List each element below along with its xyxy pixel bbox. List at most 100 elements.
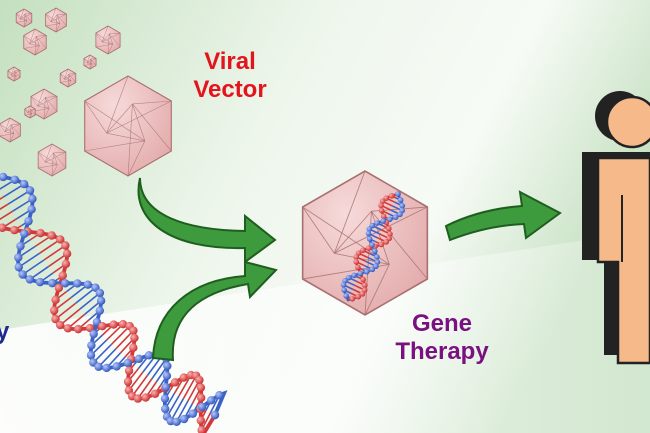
dna-nucleotide	[133, 394, 143, 403]
dna-nucleotide	[28, 194, 37, 204]
dna-nucleotide	[351, 272, 357, 279]
viral-vector-label-line1: Viral	[204, 48, 256, 75]
dna-nucleotide	[63, 324, 73, 333]
viral-vector-label: Viral Vector	[180, 48, 280, 103]
dna-nucleotide	[36, 228, 45, 238]
dna-nucleotide	[86, 351, 96, 360]
dna-nucleotide	[364, 268, 370, 275]
dna-nucleotide	[397, 211, 403, 218]
dna-nucleotide	[61, 259, 71, 269]
dna-nucleotide	[83, 280, 93, 289]
dna-nucleotide	[388, 193, 395, 199]
dna-nucleotide	[73, 324, 83, 334]
virus-particle-icon	[45, 7, 67, 33]
gene-therapy-label-line1: Gene	[411, 310, 473, 337]
dna-nucleotide	[14, 253, 23, 262]
virus-particle-icon	[15, 8, 33, 28]
dna-nucleotide	[56, 235, 65, 244]
dna-nucleotide	[399, 202, 406, 209]
dna-nucleotide	[98, 322, 107, 331]
virus-particle-icon	[37, 143, 67, 177]
dna-nucleotide	[144, 351, 154, 360]
dna-nucleotide	[130, 333, 139, 343]
dna-nucleotide	[374, 220, 380, 226]
dna-nucleotide	[197, 425, 206, 433]
dna-base-pair	[0, 203, 9, 211]
dna-nucleotide	[195, 375, 204, 385]
dna-nucleotide	[102, 363, 111, 373]
gene-therapy-label: Gene Therapy	[372, 310, 512, 365]
dna-nucleotide	[48, 278, 57, 288]
dna-nucleotide	[395, 191, 401, 197]
virus-particle-icon	[95, 25, 121, 55]
dna-base-pair	[22, 259, 45, 276]
dna-nucleotide	[397, 197, 404, 203]
dna-nucleotide	[197, 402, 207, 412]
dna-base-pair	[131, 374, 149, 397]
dna-nucleotide	[366, 236, 373, 242]
dna-nucleotide	[386, 225, 392, 232]
virus-particle-icon	[84, 75, 172, 177]
virus-cluster	[0, 7, 121, 177]
dna-nucleotide	[129, 326, 138, 335]
dna-nucleotide	[360, 247, 366, 254]
dna-base-pair	[7, 189, 31, 205]
dna-nucleotide	[210, 410, 220, 420]
dna-base-pair	[79, 292, 101, 310]
virus-particle-icon	[7, 66, 21, 82]
virus-particle-icon	[0, 117, 21, 143]
dna-nucleotide	[109, 320, 118, 329]
dna-nucleotide	[196, 383, 206, 392]
dna-nucleotide	[51, 314, 60, 324]
dna-nucleotide	[343, 293, 349, 299]
dna-nucleotide	[49, 306, 59, 315]
dna-base-pair	[92, 343, 113, 364]
virus-particle-icon	[59, 68, 77, 88]
dna-nucleotide	[380, 218, 387, 224]
dna-nucleotide	[55, 320, 65, 330]
person-icon	[582, 91, 650, 365]
dna-nucleotide	[340, 282, 347, 288]
dna-nucleotide	[54, 283, 64, 293]
dna-nucleotide	[355, 293, 361, 300]
dna-nucleotide	[387, 231, 393, 237]
dna-base-pair	[43, 244, 66, 261]
dna-helix-icon	[340, 191, 406, 302]
dna-nucleotide	[25, 275, 35, 284]
dna-nucleotide	[20, 229, 29, 238]
dna-nucleotide	[359, 291, 366, 297]
dna-nucleotide	[162, 371, 172, 380]
dna-nucleotide	[179, 414, 189, 424]
dna-nucleotide	[179, 373, 189, 382]
dna-nucleotide	[353, 258, 360, 265]
dna-nucleotide	[392, 214, 399, 220]
dna-nucleotide	[361, 282, 368, 289]
dna-base-pair	[182, 375, 197, 399]
dna-nucleotide	[378, 202, 384, 209]
dna-nucleotide	[134, 354, 144, 364]
dna-nucleotide	[10, 225, 19, 235]
dna-nucleotide	[366, 226, 373, 232]
dna-nucleotide	[89, 329, 98, 339]
arrow-icon	[151, 260, 278, 362]
dna-nucleotide	[118, 319, 128, 329]
cropped-label: y	[0, 318, 10, 345]
dna-nucleotide	[353, 254, 360, 260]
dna-nucleotide	[47, 231, 56, 240]
virus-particle-icon	[30, 88, 58, 120]
dna-nucleotide	[341, 287, 347, 293]
dna-nucleotide	[112, 362, 121, 371]
dna-helix-icon	[0, 172, 228, 433]
dna-nucleotide	[373, 263, 379, 270]
arrow-icon	[137, 177, 277, 264]
dna-nucleotide	[141, 393, 150, 402]
dna-nucleotide	[62, 249, 72, 258]
dna-nucleotide	[96, 296, 106, 305]
dna-nucleotide	[345, 274, 352, 281]
dna-nucleotide	[380, 213, 387, 220]
dna-nucleotide	[35, 277, 45, 287]
dna-nucleotide	[357, 270, 364, 277]
viral-vector-capsid	[84, 75, 172, 177]
